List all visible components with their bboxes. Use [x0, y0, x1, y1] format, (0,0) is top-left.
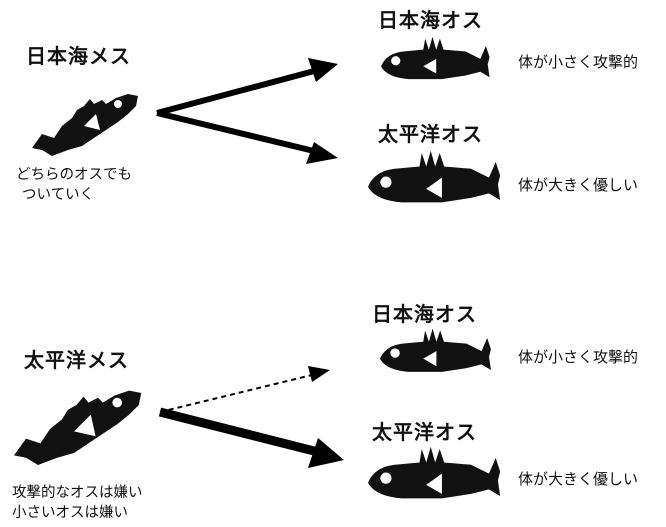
bottom-female-note-line2: 小さいオスは嫌い — [12, 505, 128, 521]
top-male2-label: 太平洋オス — [378, 122, 483, 146]
bottom-female-fish — [14, 390, 142, 465]
top-female-label: 日本海メス — [26, 44, 131, 68]
top-japan-sea-male-fish — [381, 36, 490, 80]
top-female-fish — [32, 94, 138, 156]
top-male1-desc: 体が小さく攻撃的 — [518, 53, 639, 71]
top-female-note-line1: どちらのオスでも — [16, 167, 132, 183]
top-arrow-to-japan-sea-male — [156, 58, 338, 116]
bottom-female-note-line1: 攻撃的なオスは嫌い — [12, 485, 143, 501]
top-arrow-to-pacific-male — [156, 110, 338, 164]
bottom-male2-label: 太平洋オス — [372, 420, 477, 444]
top-female-note-line2: ついていく — [22, 187, 95, 203]
bottom-arrow-to-japan-sea-male-dotted — [159, 366, 330, 413]
bottom-female-label: 太平洋メス — [24, 348, 129, 372]
bottom-pacific-male-fish — [368, 446, 501, 499]
bottom-japan-sea-male-fish — [380, 328, 491, 372]
bottom-arrow-to-pacific-male — [158, 407, 344, 468]
top-male1-label: 日本海オス — [378, 8, 483, 32]
bottom-male2-desc: 体が大きく優しい — [518, 470, 639, 488]
bottom-male1-desc: 体が小さく攻撃的 — [518, 348, 639, 366]
top-pacific-male-fish — [368, 150, 501, 203]
bottom-male1-label: 日本海オス — [372, 302, 477, 326]
top-male2-desc: 体が大きく優しい — [518, 176, 639, 194]
